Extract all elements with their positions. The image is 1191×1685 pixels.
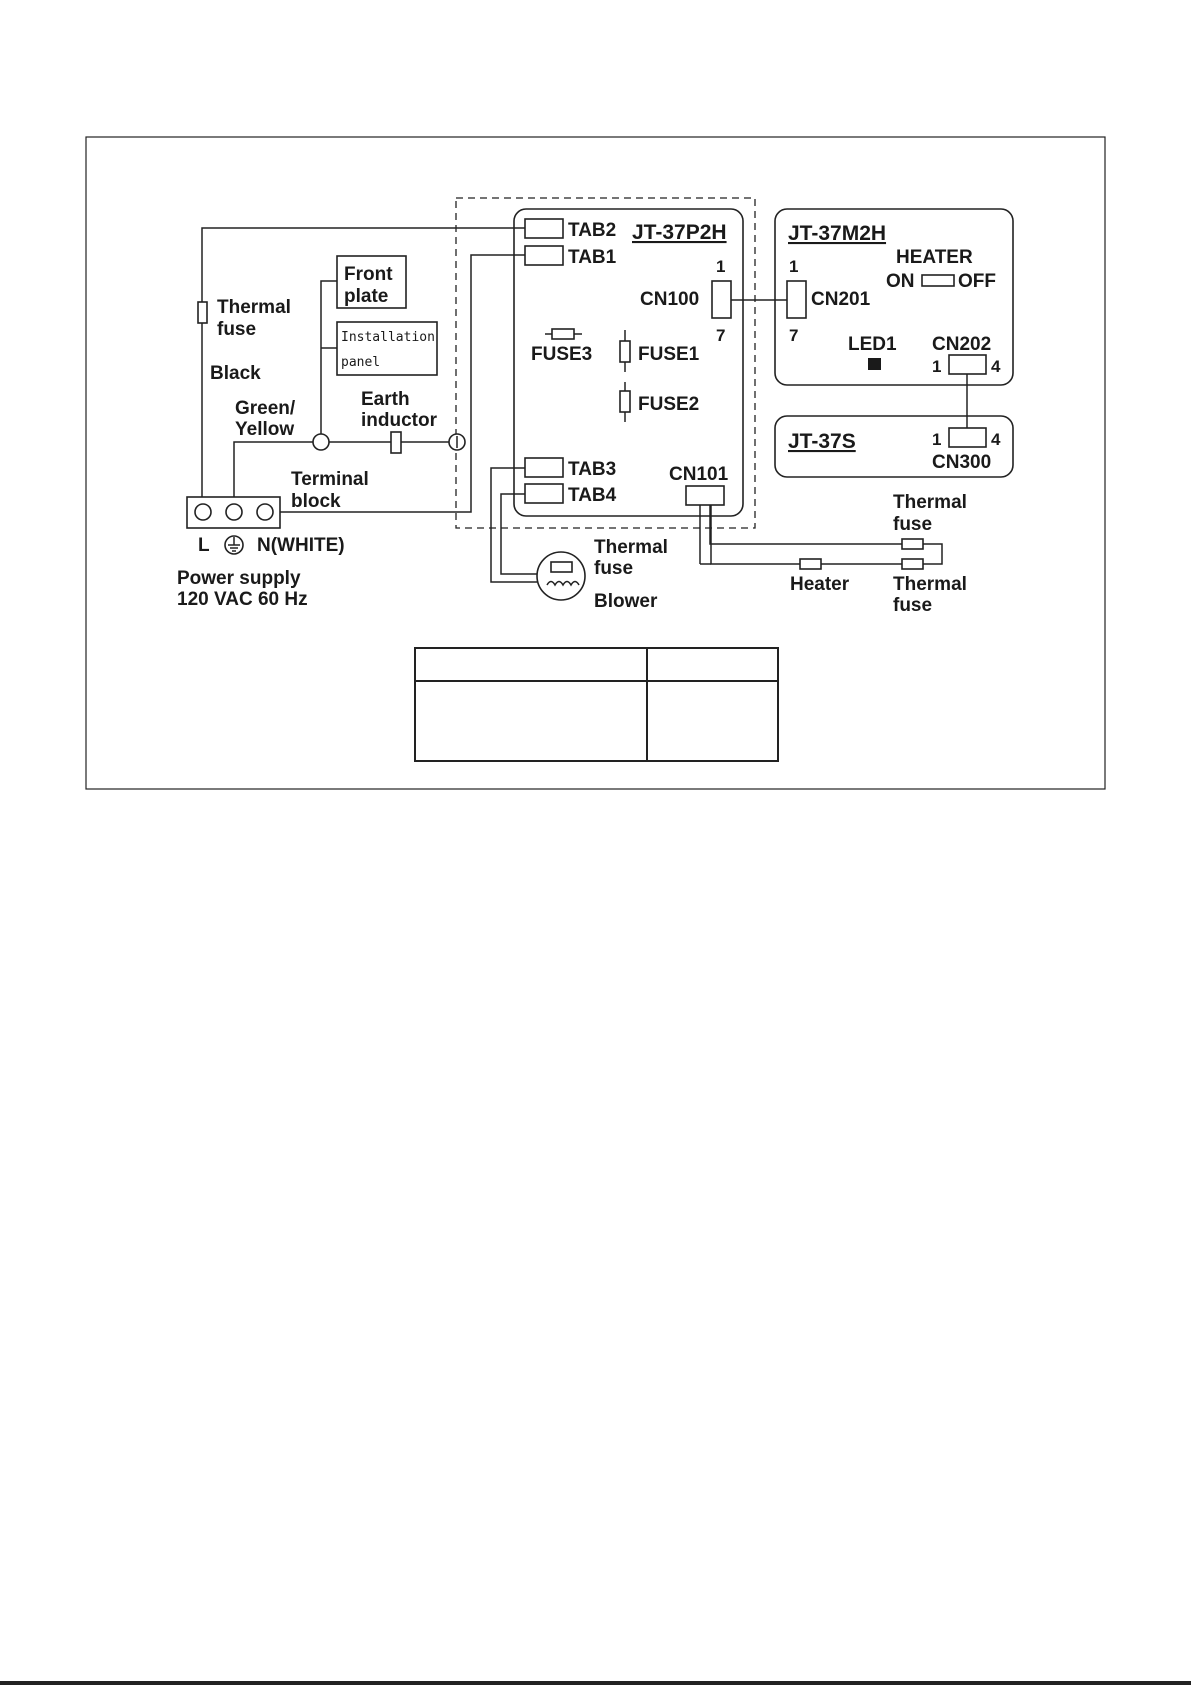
- fuse3-label: FUSE3: [531, 344, 592, 365]
- installation-panel-box: [336, 321, 438, 376]
- heater-off-label: OFF: [958, 271, 996, 292]
- earth-inductor-label-1: Earth: [361, 389, 410, 410]
- main-board-title: JT-37M2H: [788, 222, 886, 245]
- blower-thermal-fuse-label-2: fuse: [594, 558, 633, 579]
- heater-switch-icon: [921, 274, 955, 287]
- cn101-connector: [685, 485, 725, 506]
- cn202-pin4: 4: [991, 357, 1001, 376]
- line-thermal-fuse-label-2: fuse: [217, 319, 256, 340]
- power-unit-enclosure: [455, 197, 756, 529]
- cn300-pin4: 4: [991, 430, 1001, 449]
- front-plate-label-1: Front: [344, 264, 393, 285]
- heater-on-label: ON: [886, 271, 915, 292]
- fuse1-label: FUSE1: [638, 344, 700, 365]
- heater-bottom-thermal-fuse-label-2: fuse: [893, 595, 932, 616]
- tab3-connector: [524, 457, 564, 478]
- green-yellow-label-1: Green/: [235, 398, 296, 419]
- fuse2-label: FUSE2: [638, 394, 699, 415]
- cn201-pin7: 7: [789, 326, 798, 345]
- earth-wire: [233, 441, 313, 500]
- led1-label: LED1: [848, 334, 897, 355]
- terminal-n: [256, 503, 274, 521]
- blower-wire-tab3: [490, 467, 537, 583]
- heater-bottom-thermal-fuse-icon: [901, 558, 924, 570]
- green-yellow-label-2: Yellow: [235, 419, 294, 440]
- cn300-connector: [948, 427, 987, 448]
- cn300-label: CN300: [932, 452, 991, 473]
- empty-table: [414, 647, 779, 762]
- chassis-ground-wire: [320, 280, 337, 434]
- main-board: [774, 208, 1014, 386]
- terminal-block-label-1: Terminal: [291, 469, 369, 490]
- power-supply-label-2: 120 VAC 60 Hz: [177, 589, 308, 610]
- terminal-n-label: N(WHITE): [257, 535, 345, 556]
- heater-label: Heater: [790, 574, 850, 595]
- heater-top-thermal-fuse-label-2: fuse: [893, 514, 932, 535]
- heater-element-icon: [799, 558, 822, 570]
- line-thermal-fuse-icon: [197, 301, 208, 324]
- cn201-pin1: 1: [789, 257, 798, 276]
- installation-panel-label-1: Installation: [341, 330, 435, 345]
- fuse3-icon: [551, 328, 575, 340]
- front-plate-box: [336, 255, 407, 309]
- cn202-connector: [948, 354, 987, 375]
- cn300-pin1: 1: [932, 430, 941, 449]
- cn100-pin1: 1: [716, 257, 725, 276]
- cn100-connector: [711, 280, 732, 319]
- cn201-connector: [786, 280, 807, 319]
- installation-panel-label-2: panel: [341, 355, 380, 370]
- fuse1-icon: [619, 340, 631, 363]
- tab4-label: TAB4: [568, 485, 617, 506]
- tab2-connector: [524, 218, 564, 239]
- diagram-frame: [85, 136, 1106, 790]
- blower-wire-tab4: [500, 493, 539, 575]
- heater-switch-label: HEATER: [896, 247, 973, 268]
- neutral-wire: [266, 254, 525, 513]
- terminal-l: [194, 503, 212, 521]
- cn201-label: CN201: [811, 289, 871, 310]
- cn202-pin1: 1: [932, 357, 941, 376]
- tab1-label: TAB1: [568, 247, 617, 268]
- sensor-board-title: JT-37S: [788, 430, 856, 453]
- fuse2-icon: [619, 390, 631, 413]
- front-plate-label-2: plate: [344, 286, 388, 307]
- earth-node-left: [312, 433, 330, 451]
- heater-bottom-thermal-fuse-label-1: Thermal: [893, 574, 967, 595]
- heater-top-thermal-fuse-icon: [901, 538, 924, 550]
- earth-inductor-label-2: inductor: [361, 410, 438, 431]
- power-supply-label-1: Power supply: [177, 568, 301, 589]
- power-board-title: JT-37P2H: [632, 221, 727, 244]
- page-bottom-rule: [0, 1681, 1191, 1685]
- black-wire-label: Black: [210, 363, 261, 384]
- terminal-block-label-2: block: [291, 491, 341, 512]
- earth-inductor-icon: [390, 431, 402, 454]
- terminal-l-label: L: [198, 535, 210, 556]
- cn202-label: CN202: [932, 334, 991, 355]
- blower-motor-icon: [536, 551, 586, 601]
- blower-label: Blower: [594, 591, 658, 612]
- cn101-label: CN101: [669, 464, 729, 485]
- line-thermal-fuse-label-1: Thermal: [217, 297, 291, 318]
- ground-symbol-icon: [224, 535, 244, 555]
- terminal-earth: [225, 503, 243, 521]
- black-wire: [201, 227, 525, 500]
- tab1-connector: [524, 245, 564, 266]
- cn100-label: CN100: [640, 289, 699, 310]
- led1-icon: [868, 358, 881, 370]
- heater-top-thermal-fuse-label-1: Thermal: [893, 492, 967, 513]
- cn100-pin7: 7: [716, 326, 725, 345]
- blower-thermal-fuse-label-1: Thermal: [594, 537, 668, 558]
- tab4-connector: [524, 483, 564, 504]
- heater-wire-top: [709, 505, 943, 565]
- tab3-label: TAB3: [568, 459, 616, 480]
- tab2-label: TAB2: [568, 220, 616, 241]
